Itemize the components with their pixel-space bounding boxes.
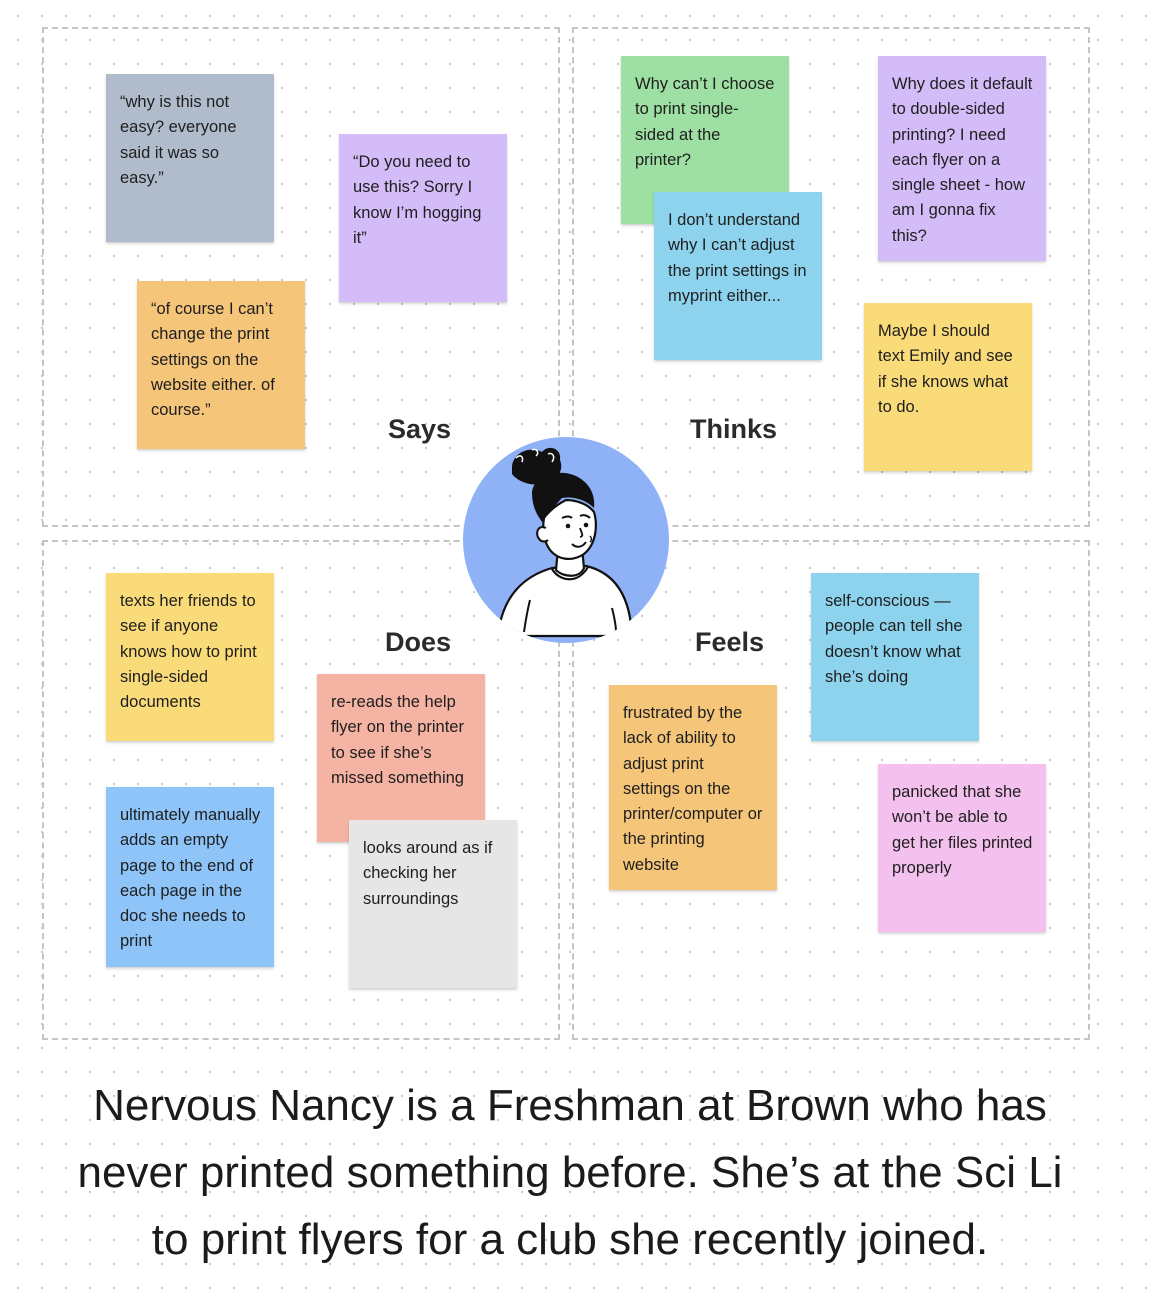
- says-quadrant: [42, 27, 560, 527]
- feels-label: Feels: [695, 627, 765, 657]
- sticky-note[interactable]: frustrated by the lack of ability to adj…: [609, 685, 777, 890]
- sticky-note[interactable]: I don’t understand why I can’t adjust th…: [654, 192, 822, 360]
- caption-line: to print flyers for a club she recently …: [151, 1215, 989, 1264]
- sticky-note[interactable]: ultimately manually adds an empty page t…: [106, 787, 274, 967]
- does-quadrant: [42, 540, 560, 1040]
- persona-avatar-icon: [462, 436, 670, 644]
- says-label: Says: [388, 414, 452, 444]
- sticky-note[interactable]: “Do you need to use this? Sorry I know I…: [339, 134, 507, 302]
- sticky-note[interactable]: self-conscious — people can tell she doe…: [811, 573, 979, 741]
- sticky-note[interactable]: “why is this not easy? everyone said it …: [106, 74, 274, 242]
- caption-line: Nervous Nancy is a Freshman at Brown who…: [93, 1081, 1047, 1130]
- sticky-note[interactable]: texts her friends to see if anyone knows…: [106, 573, 274, 741]
- sticky-note[interactable]: re-reads the help flyer on the printer t…: [317, 674, 485, 842]
- sticky-note[interactable]: looks around as if checking her surround…: [349, 820, 517, 988]
- sticky-note[interactable]: panicked that she won’t be able to get h…: [878, 764, 1046, 932]
- sticky-note[interactable]: Why does it default to double-sided prin…: [878, 56, 1046, 261]
- sticky-note[interactable]: “of course I can’t change the print sett…: [137, 281, 305, 449]
- does-label: Does: [385, 627, 452, 657]
- feels-quadrant: [572, 540, 1090, 1040]
- caption-line: never printed something before. She’s at…: [77, 1148, 1063, 1197]
- sticky-note[interactable]: Why can’t I choose to print single-sided…: [621, 56, 789, 224]
- thinks-label: Thinks: [690, 414, 778, 444]
- sticky-note[interactable]: Maybe I should text Emily and see if she…: [864, 303, 1032, 471]
- thinks-quadrant: [572, 27, 1090, 527]
- persona-description: Nervous Nancy is a Freshman at Brown who…: [30, 1072, 1110, 1273]
